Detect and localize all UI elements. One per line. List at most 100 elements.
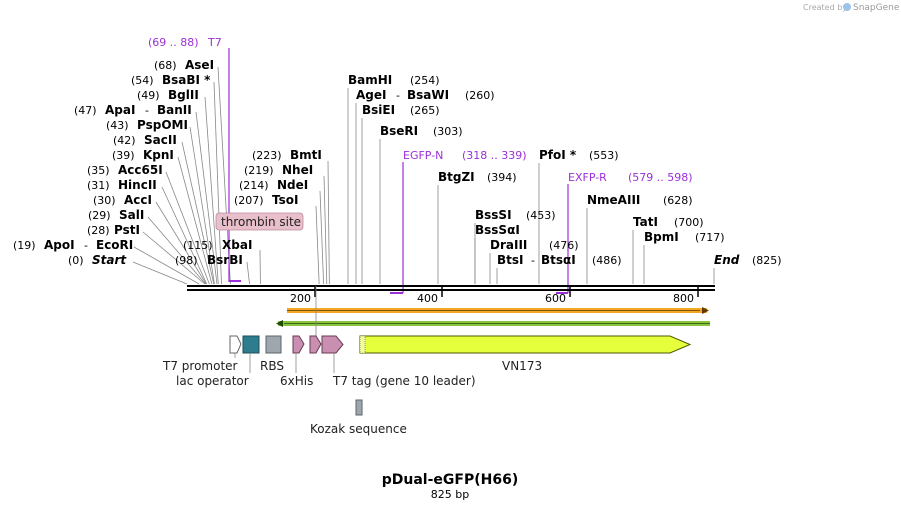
site-labels-left: (0) Start (19) ApoI - EcoRI (28) PstI (2…: [13, 58, 214, 267]
site-name: End: [714, 253, 740, 267]
ruler-tick-label: 400: [417, 292, 438, 305]
site-kpni[interactable]: (39) KpnI: [112, 148, 174, 162]
site-agei-bsawi[interactable]: AgeI - BsaWI (260): [356, 88, 495, 102]
site-connector: [323, 175, 328, 285]
site-pos: (30): [93, 194, 116, 207]
site-nhei[interactable]: (219) NheI: [244, 163, 313, 177]
thrombin-site-feature[interactable]: thrombin site: [215, 212, 304, 231]
site-connector: [142, 231, 206, 285]
site-tati[interactable]: TatI (700): [633, 215, 704, 229]
site-acc65i[interactable]: (35) Acc65I: [87, 163, 163, 177]
site-pos: (207): [234, 194, 264, 207]
site-name: TatI: [633, 215, 658, 229]
feature-t7-promoter[interactable]: T7 promoter: [162, 335, 242, 373]
site-pos: (476): [549, 239, 579, 252]
site-pos: (31): [87, 179, 110, 192]
site-pos: (553): [589, 149, 619, 162]
site-pos: (28): [87, 224, 110, 237]
site-name: PstI: [114, 223, 140, 237]
site-sacii[interactable]: (42) SacII: [113, 133, 177, 147]
site-nmeaiii[interactable]: NmeAIII (628): [587, 193, 693, 207]
site-bsssai[interactable]: BssSαI: [475, 223, 520, 237]
site-pfoi[interactable]: PfoI * (553): [539, 148, 619, 162]
orf-forward-strand[interactable]: [287, 307, 709, 314]
site-bsiei[interactable]: BsiEI (265): [362, 103, 440, 117]
his-tag-label: 6xHis: [280, 374, 313, 388]
site-labels-mid: (98) BsrBI (115) XbaI (207) TsoI (214) N…: [175, 148, 322, 267]
primer-egfp-n[interactable]: EGFP-N (318 .. 339): [390, 149, 527, 294]
site-bamhi[interactable]: BamHI (254): [348, 73, 440, 87]
site-connector: [181, 141, 215, 285]
site-name: SalI: [119, 208, 144, 222]
site-apai-banii[interactable]: (47) ApaI - BanII: [74, 103, 192, 117]
site-pos: (265): [410, 104, 440, 117]
site-draiii[interactable]: DraIII (476): [490, 238, 579, 252]
site-apoi-ecori[interactable]: (19) ApoI - EcoRI: [13, 238, 133, 252]
site-bpmi[interactable]: BpmI (717): [644, 230, 725, 244]
site-bsssi[interactable]: BssSI (453): [475, 208, 556, 222]
site-pos: (214): [239, 179, 269, 192]
site-sali[interactable]: (29) SalI: [88, 208, 144, 222]
site-connector: [132, 261, 188, 285]
primer-t7[interactable]: (69 .. 88) T7: [148, 36, 241, 282]
site-name: SacII: [144, 133, 177, 147]
site-btsi-btsai[interactable]: BtsI - BtsαI (486): [497, 253, 622, 267]
site-bseri[interactable]: BseRI (303): [380, 124, 463, 138]
site-btgzi[interactable]: BtgZI (394): [438, 170, 517, 184]
feature-vn173[interactable]: VN173: [359, 335, 692, 373]
rbs-label: RBS: [260, 359, 284, 373]
site-name: BssSI: [475, 208, 512, 222]
t7-promoter-label: T7 promoter: [162, 359, 238, 373]
site-name-2: BtsαI: [541, 253, 576, 267]
feature-thrombin-block[interactable]: [309, 335, 322, 354]
site-psti[interactable]: (28) PstI: [87, 223, 140, 237]
site-tsoi[interactable]: (207) TsoI: [234, 193, 298, 207]
site-separator: -: [531, 254, 535, 267]
site-end[interactable]: End (825): [714, 253, 782, 267]
site-pos: (394): [487, 171, 517, 184]
site-hincii[interactable]: (31) HincII: [87, 178, 157, 192]
feature-lac-operator[interactable]: lac operator: [176, 335, 260, 388]
site-pspomi[interactable]: (43) PspOMI: [106, 118, 188, 132]
site-pos: (717): [695, 231, 725, 244]
orf-reverse-strand[interactable]: [276, 320, 710, 327]
site-ndei[interactable]: (214) NdeI: [239, 178, 308, 192]
site-connector: [161, 186, 208, 285]
site-connector: [327, 160, 330, 285]
site-bmti[interactable]: (223) BmtI: [252, 148, 322, 162]
snapgene-logo-icon: [843, 3, 851, 11]
site-pos: (254): [410, 74, 440, 87]
site-pos: (54): [131, 74, 154, 87]
site-bsrbi[interactable]: (98) BsrBI: [175, 253, 243, 267]
site-name: TsoI: [272, 193, 298, 207]
site-name: BsiEI: [362, 103, 395, 117]
site-asei[interactable]: (68) AseI: [154, 58, 214, 72]
feature-6xhis[interactable]: 6xHis: [280, 335, 313, 388]
site-labels-right: BamHI (254) AgeI - BsaWI (260) BsiEI (26…: [348, 73, 782, 267]
site-separator: -: [84, 239, 88, 252]
site-xbai[interactable]: (115) XbaI: [183, 238, 252, 252]
t7-tag-label: T7 tag (gene 10 leader): [332, 374, 476, 388]
feature-rbs[interactable]: RBS: [260, 335, 284, 373]
site-start[interactable]: (0) Start: [68, 253, 127, 267]
site-pos: (19): [13, 239, 36, 252]
site-connector: [165, 171, 210, 285]
site-acci[interactable]: (30) AccI: [93, 193, 152, 207]
ruler-tick-600: 600: [545, 285, 571, 305]
primer-exfp-r-range: (579 .. 598): [628, 171, 693, 184]
site-name: PfoI *: [539, 148, 577, 162]
watermark-brand: SnapGene: [853, 3, 900, 13]
thrombin-site-label: thrombin site: [221, 215, 301, 229]
site-bsabi[interactable]: (54) BsaBI *: [131, 73, 211, 87]
snapgene-watermark: Created by SnapGene: [803, 3, 900, 13]
primer-exfp-r[interactable]: EXFP-R (579 .. 598): [556, 171, 693, 294]
site-name-2: EcoRI: [96, 238, 133, 252]
feature-kozak[interactable]: Kozak sequence: [310, 399, 407, 436]
site-bglii[interactable]: (49) BglII: [137, 88, 199, 102]
site-connector: [189, 126, 215, 285]
site-separator: -: [396, 89, 400, 102]
map-title: pDual-eGFP(H66): [382, 472, 518, 488]
feature-t7-tag[interactable]: T7 tag (gene 10 leader): [321, 335, 476, 388]
site-name: NmeAIII: [587, 193, 640, 207]
